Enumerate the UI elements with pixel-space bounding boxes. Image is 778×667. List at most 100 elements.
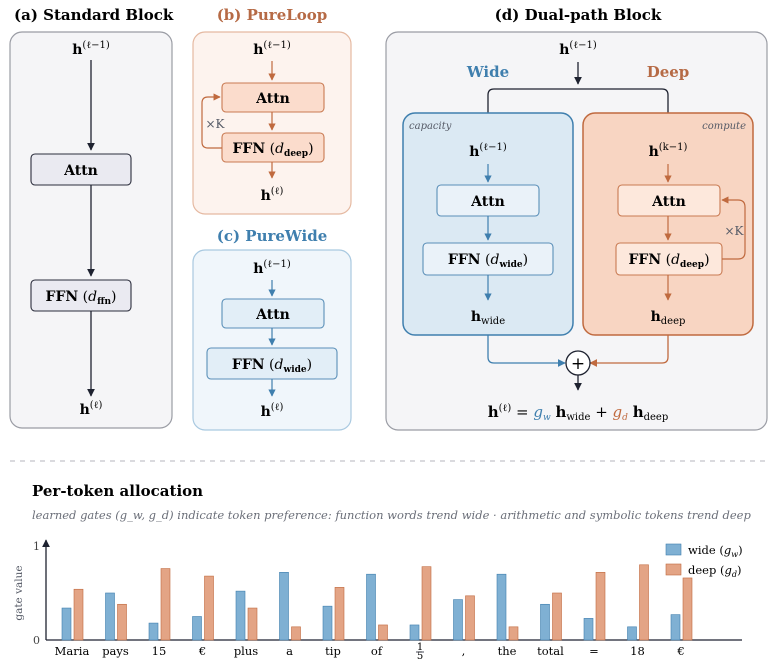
- bar-wide-6: [322, 605, 333, 641]
- y-tick-label: 1: [33, 540, 40, 553]
- x-tick-label: of: [371, 644, 383, 658]
- legend-label-1: deep (gd): [688, 563, 741, 579]
- panel-a-h-out: h(ℓ): [80, 400, 103, 418]
- bar-deep-7: [378, 624, 388, 641]
- bar-deep-3: [204, 575, 214, 641]
- panel-d-wide-ffn-label: FFN (dwide): [448, 252, 528, 270]
- bar-wide-4: [235, 590, 246, 641]
- x-tick-label: the: [498, 644, 517, 658]
- panel-d-merge-wide: [487, 335, 566, 367]
- bar-deep-2: [160, 568, 171, 641]
- bar-wide-2: [148, 622, 159, 641]
- x-tick-label: €: [198, 644, 206, 658]
- panel-d-deep-ffn-label: FFN (ddeep): [628, 252, 709, 270]
- bar-deep-14: [682, 577, 693, 641]
- bar-wide-3: [192, 616, 202, 641]
- panel-c-attn-label: Attn: [255, 307, 290, 323]
- panel-b-loop-label: ×K: [205, 117, 225, 131]
- panel-d-capacity-label: capacity: [409, 121, 452, 132]
- panel-d-deep-label: Deep: [647, 63, 690, 81]
- panel-dual-path: (d) Dual-path Block h(ℓ−1) Wide Deep cap…: [385, 6, 768, 431]
- panel-c-h-in: h(ℓ−1): [253, 259, 291, 277]
- bar-wide-7: [366, 573, 376, 641]
- x-tick-label: 18: [630, 644, 645, 658]
- panel-d-deep-h-in: h(k−1): [649, 142, 688, 160]
- y-tick-label: 0: [33, 634, 40, 647]
- panel-d-wide-h-in: h(ℓ−1): [469, 142, 507, 160]
- panel-d-deep-attn-box: [617, 184, 721, 217]
- panel-c-h-out: h(ℓ): [261, 402, 284, 420]
- panel-d-plus-icon: +: [571, 354, 585, 374]
- panel-d-deep-attn-label: Attn: [651, 194, 686, 210]
- x-tick-label: =: [589, 644, 599, 658]
- panel-purewide: (c) PureWide h(ℓ−1) Attn FFN (dwide) h(ℓ…: [192, 227, 352, 431]
- legend-label-0: wide (gw): [688, 543, 743, 559]
- panel-a-attn-label: Attn: [63, 163, 98, 179]
- x-tick-label: tip: [325, 644, 341, 658]
- bar-wide-9: [453, 599, 463, 641]
- bar-deep-4: [247, 607, 258, 641]
- allocation-section: Per-token allocation learned gates (g_w,…: [13, 482, 751, 662]
- bar-deep-12: [595, 572, 606, 641]
- panel-b-ffn-label: FFN (ddeep): [232, 141, 313, 159]
- panel-d-loop-label: ×K: [724, 224, 744, 238]
- panel-c-title: (c) PureWide: [217, 227, 328, 245]
- panel-b-attn-box: [221, 82, 325, 113]
- panel-a-h-in: h(ℓ−1): [72, 40, 110, 58]
- bar-wide-11: [540, 603, 550, 641]
- bar-wide-14: [670, 614, 681, 641]
- x-tick-label: pays: [102, 644, 129, 658]
- x-tick-label: ,: [462, 644, 466, 658]
- panel-b-h-out: h(ℓ): [261, 186, 284, 204]
- x-tick-label: Maria: [55, 644, 90, 658]
- x-tick-label: €: [676, 644, 684, 658]
- legend-swatch-1: [665, 563, 682, 576]
- bar-wide-5: [279, 572, 289, 641]
- panel-c-attn-box: [221, 298, 325, 329]
- panel-d-title: (d) Dual-path Block: [495, 6, 662, 24]
- x-tick-label: total: [537, 644, 564, 658]
- x-tick-label: a: [286, 644, 293, 658]
- bar-deep-1: [117, 603, 127, 641]
- panel-d-equation: h(ℓ) = gw hwide + gd hdeep: [488, 403, 669, 423]
- panel-c-ffn-label: FFN (dwide): [232, 357, 312, 375]
- panel-d-h-wide: hwide: [471, 309, 505, 327]
- panel-a-ffn-box: [30, 279, 132, 312]
- panel-d-split-line: [487, 88, 669, 130]
- panel-a-title: (a) Standard Block: [14, 6, 174, 24]
- bar-wide-10: [496, 573, 507, 641]
- x-tick-label: plus: [234, 644, 258, 658]
- panel-d-loop-arrow: [721, 196, 746, 260]
- panel-b-attn-label: Attn: [255, 91, 290, 107]
- bar-deep-13: [639, 564, 649, 641]
- bar-deep-10: [508, 626, 519, 641]
- allocation-title: Per-token allocation: [32, 482, 203, 500]
- bar-deep-5: [291, 626, 301, 641]
- bar-wide-1: [105, 592, 115, 641]
- bar-wide-0: [61, 607, 72, 641]
- panel-d-merge-deep: [589, 335, 669, 367]
- panel-pureloop: (b) PureLoop h(ℓ−1) Attn FFN (ddeep) ×K …: [192, 6, 352, 215]
- bar-deep-11: [552, 592, 562, 641]
- panel-a-ffn-label: FFN (dffn): [46, 289, 117, 307]
- bar-wide-13: [627, 626, 637, 641]
- legend-swatch-0: [665, 543, 682, 556]
- y-axis-label: gate value: [13, 565, 25, 620]
- panel-d-wide-attn-label: Attn: [470, 194, 505, 210]
- panel-d-h-in: h(ℓ−1): [559, 40, 597, 58]
- bar-deep-8: [421, 566, 432, 641]
- panel-b-h-in: h(ℓ−1): [253, 40, 291, 58]
- bar-deep-9: [465, 595, 475, 641]
- allocation-subtitle: learned gates (g_w, g_d) indicate token …: [32, 508, 751, 522]
- panel-d-h-deep: hdeep: [651, 309, 686, 327]
- x-tick-label: 15: [152, 644, 167, 658]
- bar-wide-8: [409, 624, 420, 641]
- panel-a-attn-box: [30, 153, 132, 186]
- panel-d-compute-label: compute: [702, 121, 746, 132]
- panel-b-title: (b) PureLoop: [217, 6, 328, 24]
- panel-standard-block: (a) Standard Block h(ℓ−1) Attn FFN (dffn…: [9, 6, 174, 429]
- bar-wide-12: [583, 618, 594, 641]
